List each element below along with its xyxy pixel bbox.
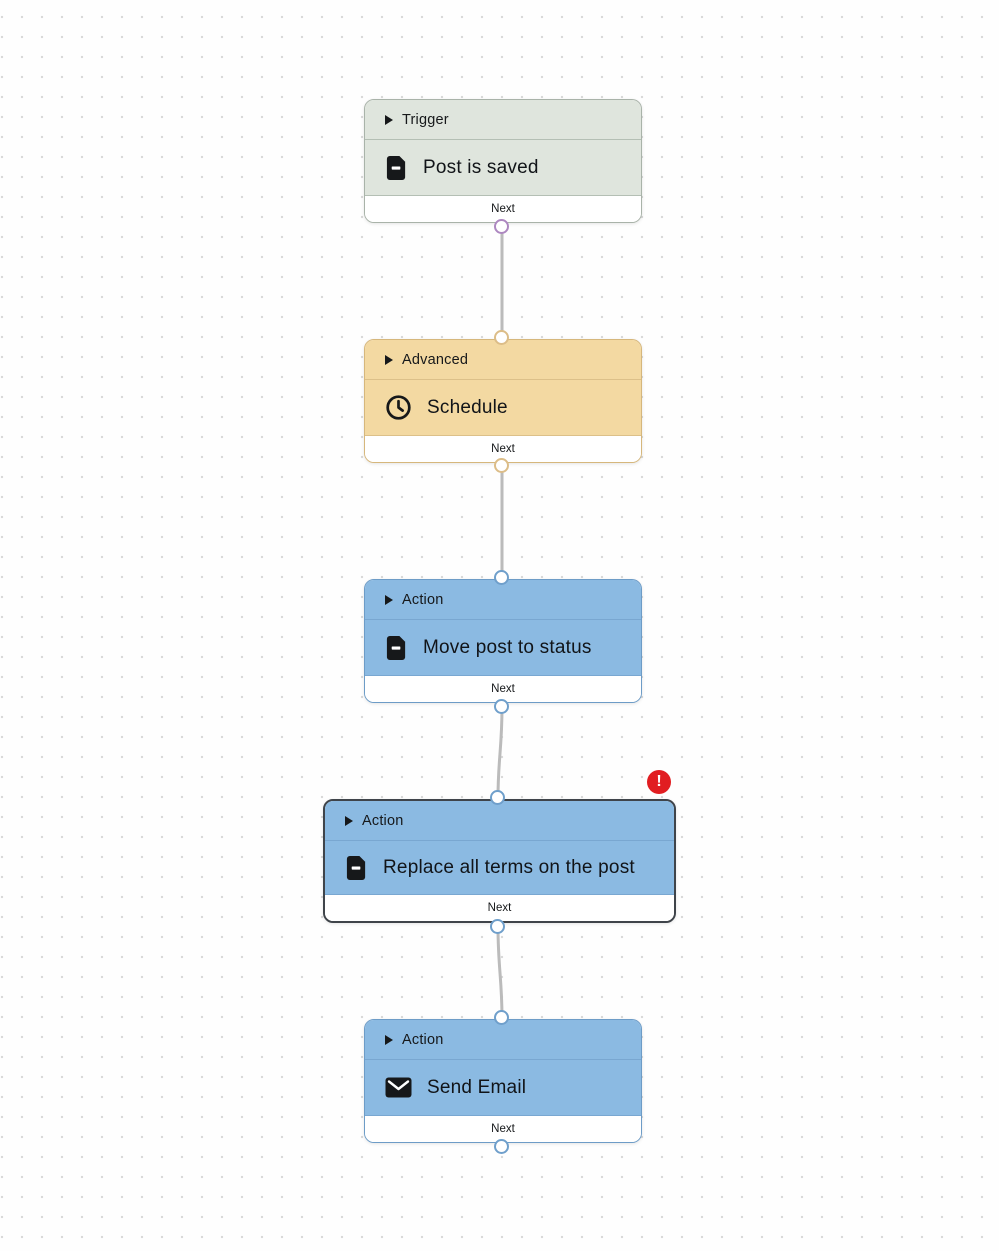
error-badge-glyph: !: [656, 773, 662, 790]
node-body[interactable]: Replace all terms on the post: [325, 841, 674, 894]
document-icon: [385, 155, 408, 180]
next-label: Next: [491, 443, 515, 455]
node-footer: Next: [365, 435, 641, 462]
port-out-action2[interactable]: [490, 919, 505, 934]
port-out-action1[interactable]: [494, 699, 509, 714]
node-category-label: Action: [402, 591, 444, 608]
node-title: Schedule: [427, 396, 508, 418]
port-in-action3[interactable]: [494, 1010, 509, 1025]
node-header[interactable]: Advanced: [365, 340, 641, 380]
node-header[interactable]: Action: [325, 801, 674, 841]
next-label: Next: [487, 902, 512, 914]
node-footer: Next: [365, 675, 641, 702]
connector-action2-to-action3: [496, 925, 504, 1020]
node-body[interactable]: Send Email: [365, 1060, 641, 1115]
port-out-action3[interactable]: [494, 1139, 509, 1154]
node-footer: Next: [365, 195, 641, 222]
collapse-caret-icon[interactable]: [385, 114, 393, 125]
collapse-caret-icon[interactable]: [385, 594, 393, 605]
port-out-trigger[interactable]: [494, 219, 509, 234]
node-action-send-email[interactable]: Action Send Email Next: [364, 1019, 642, 1143]
node-body[interactable]: Post is saved: [365, 140, 641, 195]
port-in-action2[interactable]: [490, 790, 505, 805]
collapse-caret-icon[interactable]: [385, 1034, 393, 1045]
node-body[interactable]: Move post to status: [365, 620, 641, 675]
node-body[interactable]: Schedule: [365, 380, 641, 435]
node-footer: Next: [325, 894, 674, 921]
node-action-move-post-to-status[interactable]: Action Move post to status Next: [364, 579, 642, 703]
node-title: Post is saved: [423, 156, 539, 178]
node-category-label: Action: [362, 812, 404, 829]
node-header[interactable]: Trigger: [365, 100, 641, 140]
node-title: Move post to status: [423, 636, 592, 658]
document-icon: [345, 855, 368, 880]
node-category-label: Advanced: [402, 351, 469, 368]
next-label: Next: [491, 203, 515, 215]
collapse-caret-icon[interactable]: [345, 815, 353, 826]
next-label: Next: [491, 683, 515, 695]
port-out-advanced[interactable]: [494, 458, 509, 473]
collapse-caret-icon[interactable]: [385, 354, 393, 365]
document-icon: [385, 635, 408, 660]
node-action-replace-all-terms[interactable]: Action Replace all terms on the post Nex…: [323, 799, 676, 923]
node-header[interactable]: Action: [365, 1020, 641, 1060]
node-title: Replace all terms on the post: [383, 856, 635, 878]
node-advanced-schedule[interactable]: Advanced Schedule Next: [364, 339, 642, 463]
node-category-label: Trigger: [402, 111, 449, 128]
port-in-advanced[interactable]: [494, 330, 509, 345]
clock-icon: [385, 394, 412, 421]
connector-action1-to-action2: [496, 705, 504, 800]
node-header[interactable]: Action: [365, 580, 641, 620]
node-trigger-post-is-saved[interactable]: Trigger Post is saved Next: [364, 99, 642, 223]
node-title: Send Email: [427, 1076, 527, 1098]
port-in-action1[interactable]: [494, 570, 509, 585]
node-category-label: Action: [402, 1031, 444, 1048]
envelope-icon: [385, 1077, 412, 1098]
next-label: Next: [491, 1123, 515, 1135]
node-footer: Next: [365, 1115, 641, 1142]
error-badge[interactable]: !: [647, 770, 671, 794]
